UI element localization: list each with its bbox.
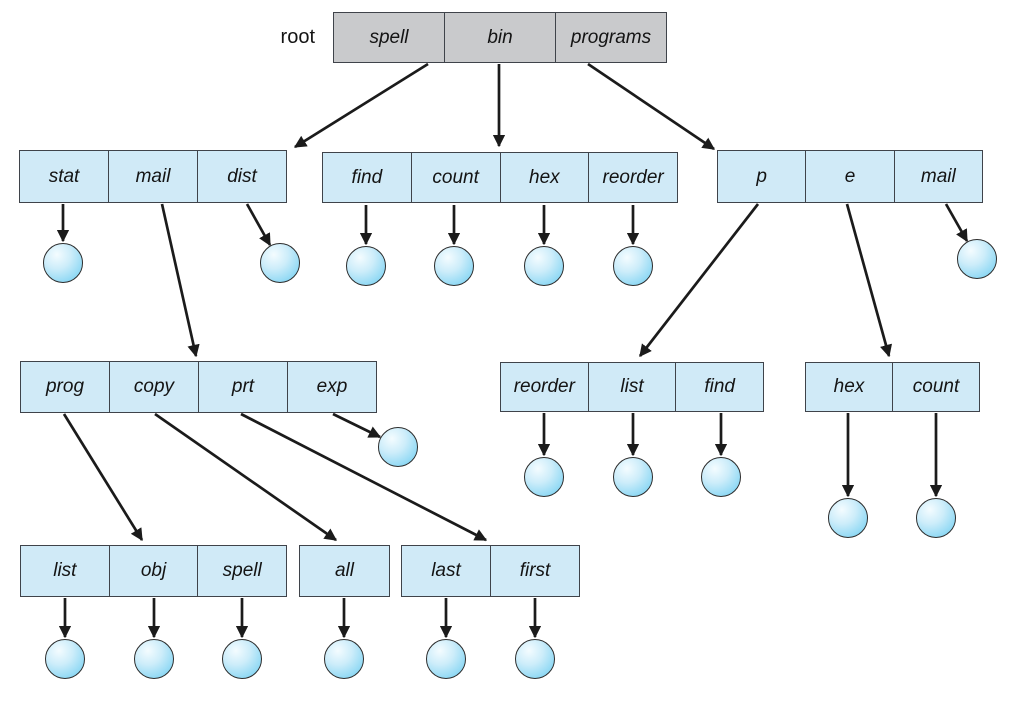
dir-entry-spell: spell [369, 26, 409, 48]
arrow-mail-to-dir [160, 203, 200, 358]
mail-directory-box: prog copy prt exp [20, 361, 377, 413]
dir-entry-programs: programs [555, 13, 666, 62]
file-icon [378, 427, 418, 467]
dir-entry-prog: prog [45, 376, 85, 397]
dir-entry-stat: stat [48, 165, 80, 187]
dir-entry-count: count [410, 153, 500, 202]
arrow-dist-to-file [245, 203, 272, 247]
dir-entry-p: p [756, 165, 767, 187]
file-icon [828, 498, 868, 538]
arrow-prog-to-dir [62, 413, 144, 542]
arrow-p-to-dir [638, 203, 760, 357]
arrow-mail2-to-file [944, 203, 969, 243]
dir-entry-prt: prt [198, 362, 287, 412]
file-icon [260, 243, 300, 283]
p-directory-box: reorder list find [500, 362, 764, 412]
programs-directory-box: p e mail [717, 150, 983, 203]
dir-entry-spell3: spell [197, 546, 286, 596]
file-icon [434, 246, 474, 286]
file-icon [613, 457, 653, 497]
file-icon [524, 246, 564, 286]
arrow-prt-to-dir [240, 412, 488, 542]
arrow-copy-to-dir [154, 412, 338, 542]
dir-entry-exp: exp [287, 362, 376, 412]
spell-directory-box: stat mail dist [19, 150, 287, 203]
file-icon [957, 239, 997, 279]
arrow-exp-to-file [332, 412, 382, 439]
dir-entry-list3: list [53, 560, 77, 581]
file-icon [43, 243, 83, 283]
file-icon [222, 639, 262, 679]
dir-entry-bin: bin [444, 13, 555, 62]
file-icon [324, 639, 364, 679]
dir-entry-hex: hex [499, 153, 589, 202]
dir-entry-last: last [431, 560, 461, 581]
dir-entry-reorder: reorder [588, 153, 677, 202]
dir-entry-find2: find [675, 363, 763, 411]
bin-directory-box: find count hex reorder [322, 152, 678, 203]
file-icon [346, 246, 386, 286]
root-label: root [280, 26, 315, 48]
root-directory-box: spell bin programs [333, 12, 667, 63]
e-directory-box: hex count [805, 362, 980, 412]
arrow-e-to-dir [845, 203, 893, 358]
dir-entry-find: find [351, 166, 383, 188]
file-icon [524, 457, 564, 497]
dir-entry-all: all [334, 560, 354, 581]
file-icon [701, 457, 741, 497]
prt-directory-box: last first [401, 545, 580, 597]
dir-entry-first: first [490, 546, 579, 596]
dir-entry-mail2: mail [893, 151, 982, 202]
dir-entry-list2: list [587, 363, 676, 411]
file-icon [515, 639, 555, 679]
file-icon [45, 639, 85, 679]
dir-entry-obj: obj [108, 546, 198, 596]
dir-entry-e: e [805, 151, 893, 202]
dir-entry-dist: dist [197, 151, 286, 202]
file-icon [426, 639, 466, 679]
arrow-root-spell-to-dir [293, 62, 429, 149]
dir-entry-copy: copy [109, 362, 198, 412]
dir-entry-hex2: hex [833, 376, 865, 397]
dir-entry-mail: mail [108, 151, 197, 202]
file-icon [134, 639, 174, 679]
prog-directory-box: list obj spell [20, 545, 287, 597]
file-icon [613, 246, 653, 286]
dir-entry-count2: count [892, 363, 979, 411]
dir-entry-reorder2: reorder [513, 376, 575, 397]
file-icon [916, 498, 956, 538]
arrow-root-programs-to-dir [587, 62, 716, 151]
copy-directory-box: all [299, 545, 390, 597]
